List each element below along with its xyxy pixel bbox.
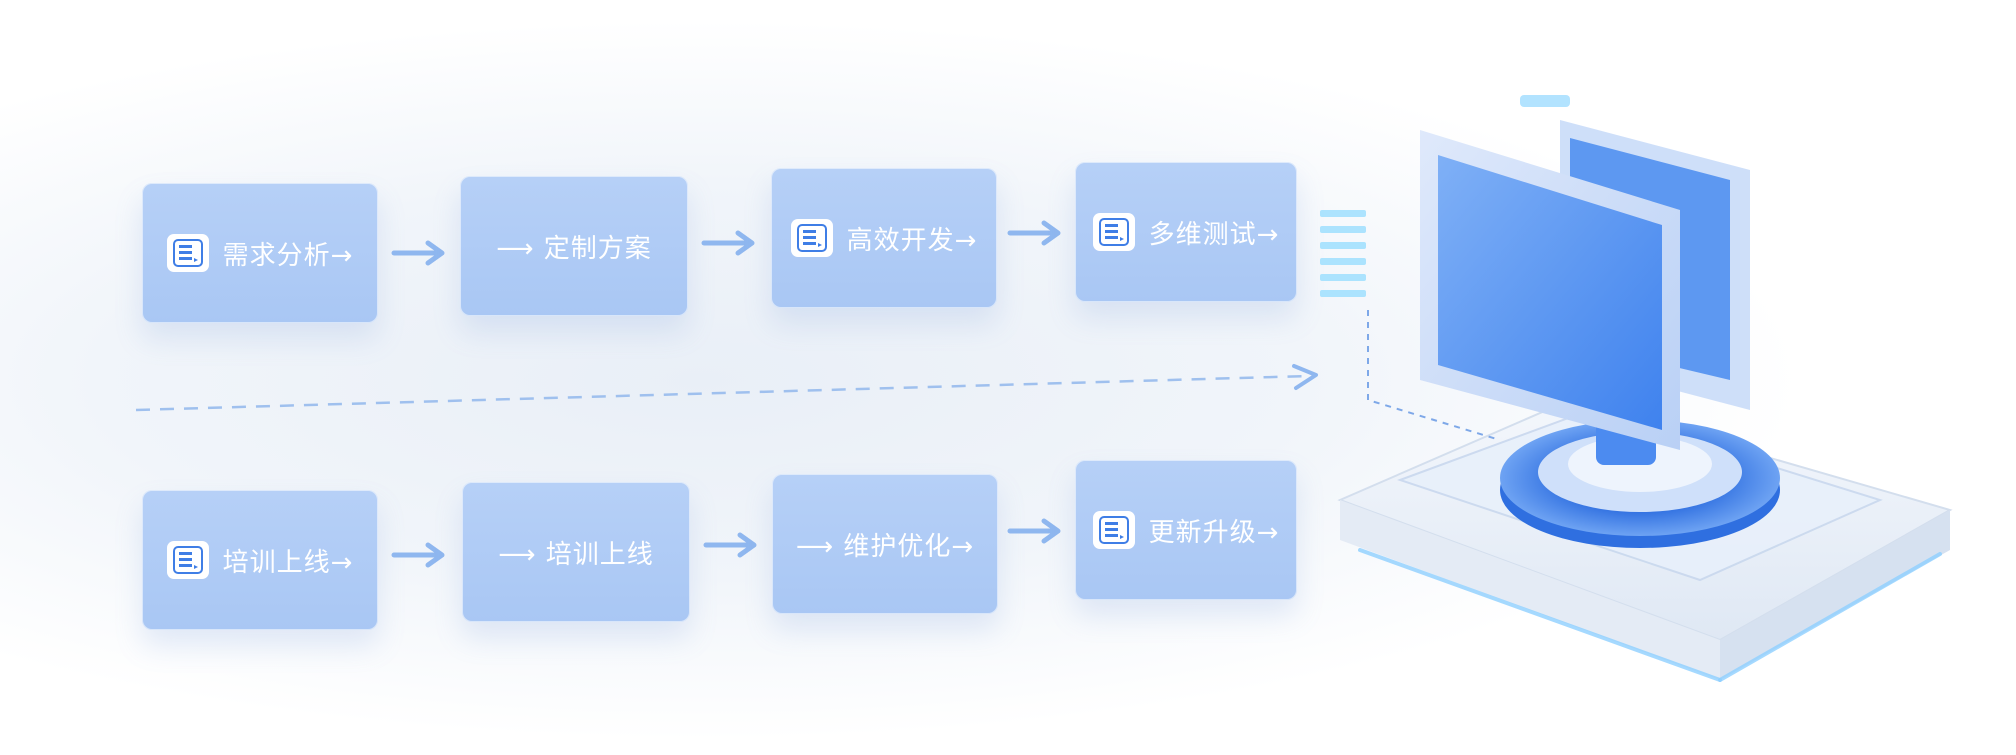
- step-label: ⟶ 培训上线: [498, 539, 654, 570]
- step-label: ⟶ 定制方案: [496, 233, 652, 264]
- right-arrow-icon: [702, 530, 762, 560]
- step-label: ⟶ 维护优化→: [795, 531, 975, 562]
- document-list-icon: [166, 234, 209, 272]
- step-maintenance-optimization: ⟶ 维护优化→: [772, 474, 998, 614]
- step-label: 高效开发→: [846, 225, 978, 256]
- step-label: 培训上线→: [222, 547, 354, 578]
- step-multidimensional-testing: 多维测试→: [1075, 162, 1297, 302]
- right-arrow-icon: [390, 238, 450, 268]
- right-arrow-icon: [390, 540, 450, 570]
- step-efficient-development: 高效开发→: [771, 168, 997, 308]
- dashed-flow-arrow: [135, 364, 1318, 412]
- step-training-launch-2: ⟶ 培训上线: [462, 482, 690, 622]
- right-arrow-icon: [1006, 516, 1066, 546]
- step-training-launch: 培训上线→: [142, 490, 378, 630]
- step-custom-solution: ⟶ 定制方案: [460, 176, 688, 316]
- document-list-icon: [1092, 213, 1135, 251]
- document-list-icon: [790, 219, 833, 257]
- right-arrow-icon: [700, 228, 760, 258]
- right-arrow-icon: [1006, 218, 1066, 248]
- document-list-icon: [166, 541, 209, 579]
- document-list-icon: [1092, 511, 1135, 549]
- step-label: 更新升级→: [1148, 517, 1280, 548]
- step-label: 多维测试→: [1148, 219, 1280, 250]
- step-label: 需求分析→: [222, 240, 354, 271]
- step-requirements-analysis: 需求分析→: [142, 183, 378, 323]
- step-update-upgrade: 更新升级→: [1075, 460, 1297, 600]
- monitor-device-illustration: [1320, 95, 1953, 682]
